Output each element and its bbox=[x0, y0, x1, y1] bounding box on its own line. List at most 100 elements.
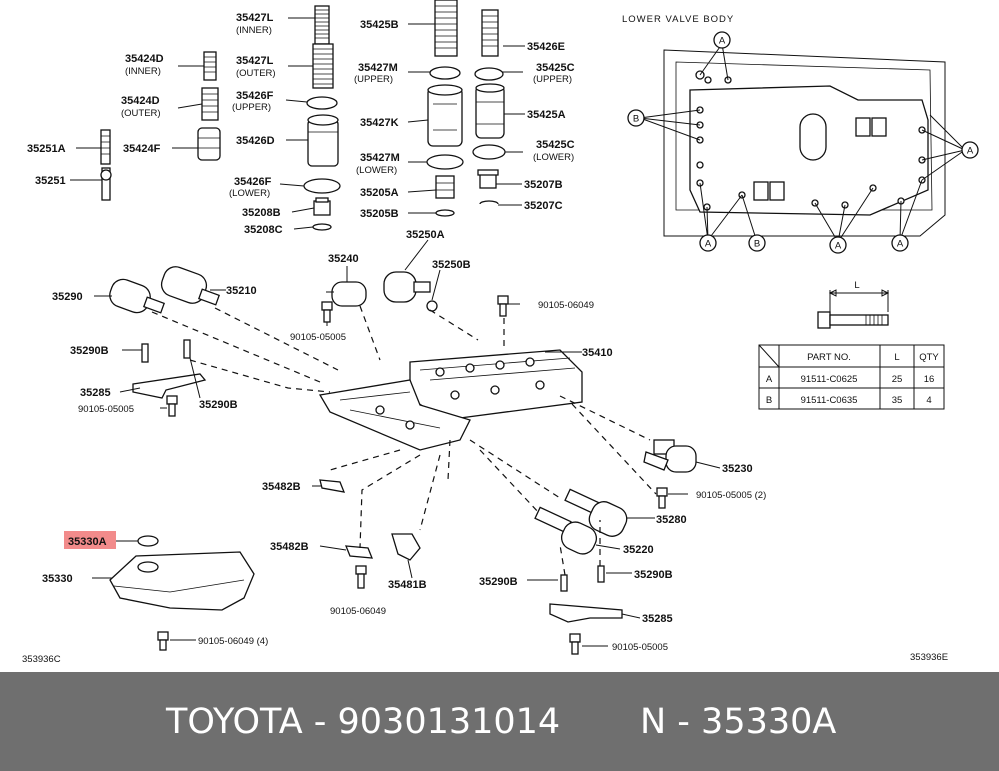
bolt-90105-06049-b bbox=[355, 565, 367, 589]
spring-35427L-inner bbox=[314, 5, 330, 45]
callout-sub: (OUTER) bbox=[121, 108, 161, 119]
clip-35207C bbox=[479, 200, 499, 205]
table-row-qty: 16 bbox=[924, 374, 935, 385]
callout-labels: 35427L (INNER) 35427L (OUTER) 35424D (IN… bbox=[22, 12, 948, 665]
spring-35482B bbox=[319, 479, 346, 493]
plug-35208B bbox=[313, 197, 331, 216]
spring-35425B bbox=[434, 0, 458, 57]
callout-35426E: 35426E bbox=[527, 41, 565, 53]
table-header-l: L bbox=[894, 352, 899, 363]
solenoid-35220 bbox=[534, 506, 598, 555]
spring-35251A bbox=[100, 129, 111, 165]
callout-35240: 35240 bbox=[328, 253, 359, 265]
callout-35280: 35280 bbox=[656, 514, 687, 526]
svg-text:A: A bbox=[705, 239, 712, 250]
bolt-parts-table: PART NO. L QTY A 91511-C0625 25 16 B 915… bbox=[758, 344, 945, 410]
diagram-code-right: 353936E bbox=[910, 652, 948, 663]
callout-35251A: 35251A bbox=[27, 143, 66, 155]
ring-35426F-upper bbox=[306, 96, 338, 110]
callout-35330A: 35330A bbox=[68, 536, 107, 548]
solenoid-35290 bbox=[109, 278, 166, 314]
callout-35424D: 35424D bbox=[125, 53, 164, 65]
callout-90105-05005: 90105-05005 bbox=[290, 332, 346, 343]
solenoid-35240 bbox=[326, 281, 367, 307]
ring-35426F-lower bbox=[303, 178, 341, 194]
callout-35230: 35230 bbox=[722, 463, 753, 475]
callout-35285: 35285 bbox=[80, 387, 111, 399]
valve-35427K bbox=[427, 84, 463, 147]
bolt-90105-05005-a bbox=[321, 301, 333, 323]
bolt-90105-06049-4 bbox=[157, 631, 169, 651]
callout-35427L: 35427L bbox=[236, 12, 274, 24]
clip-35208C bbox=[312, 223, 332, 231]
reference-code: N - 35330A bbox=[640, 702, 837, 742]
bolt-90105-05005-b bbox=[166, 395, 178, 417]
callout-35290B: 35290B bbox=[634, 569, 673, 581]
bolt-dimension-illustration: L bbox=[817, 280, 890, 329]
callout-35220: 35220 bbox=[623, 544, 654, 556]
spring-35426E bbox=[481, 9, 499, 57]
callout-35250A: 35250A bbox=[406, 229, 445, 241]
table-row-key: A bbox=[766, 374, 773, 385]
table-row-l: 25 bbox=[892, 374, 903, 385]
callout-35426F: 35426F bbox=[236, 90, 274, 102]
svg-text:L: L bbox=[854, 280, 859, 291]
callout-90105-05005: 90105-05005 bbox=[612, 642, 668, 653]
highlighted-part-marker bbox=[64, 531, 116, 549]
callout-35424F: 35424F bbox=[123, 143, 161, 155]
callout-35427M: 35427M bbox=[358, 62, 398, 74]
svg-text:B: B bbox=[633, 114, 639, 125]
callout-sub: (INNER) bbox=[125, 66, 161, 77]
callout-35425C: 35425C bbox=[536, 62, 575, 74]
callout-35285: 35285 bbox=[642, 613, 673, 625]
assembly-dashed-lines bbox=[151, 305, 657, 576]
spring-stack-middle bbox=[426, 0, 464, 217]
callout-35205A: 35205A bbox=[360, 187, 399, 199]
solenoid-35250A bbox=[383, 271, 431, 303]
brand-part-number: TOYOTA - 9030131014 bbox=[166, 702, 561, 742]
callout-35425C: 35425C bbox=[536, 139, 575, 151]
solenoids-right bbox=[534, 439, 697, 655]
ring-35425C-lower bbox=[472, 144, 506, 160]
bracket-35285 bbox=[132, 373, 207, 399]
svg-text:A: A bbox=[835, 241, 842, 252]
spring-stack-right bbox=[472, 9, 506, 205]
callout-35290B: 35290B bbox=[479, 576, 518, 588]
callout-35425B: 35425B bbox=[360, 19, 399, 31]
lower-valve-body-inset: A B A A B A A LOWER VALVE BODY bbox=[622, 14, 979, 254]
bolt-90105-06049-a bbox=[497, 295, 509, 317]
pin-35290B bbox=[597, 565, 605, 583]
svg-text:A: A bbox=[719, 36, 726, 47]
solenoid-35210 bbox=[160, 266, 221, 306]
lever-35481B bbox=[391, 533, 421, 561]
table-row-l: 35 bbox=[892, 395, 903, 406]
lower-valve-body-title: LOWER VALVE BODY bbox=[622, 14, 734, 25]
callout-sub: (UPPER) bbox=[533, 74, 572, 85]
callout-90105-05005: 90105-05005 bbox=[78, 404, 134, 415]
valve-35426D bbox=[307, 114, 339, 167]
spring-35482B bbox=[345, 545, 373, 559]
callout-35207B: 35207B bbox=[524, 179, 563, 191]
callout-35410: 35410 bbox=[582, 347, 613, 359]
ring-35205B bbox=[435, 209, 455, 217]
table-row-part-no: 91511-C0635 bbox=[801, 395, 858, 406]
callout-sub: (LOWER) bbox=[229, 188, 270, 199]
spring-35427L-outer bbox=[312, 43, 334, 89]
ring-35250B bbox=[426, 300, 438, 312]
solenoid-35280 bbox=[564, 488, 628, 537]
valve-body-exploded-diagram: A B A A B A A LOWER VALVE BODY L PART NO… bbox=[22, 0, 979, 665]
bracket-35285 bbox=[549, 603, 623, 623]
table-header-part-no: PART NO. bbox=[807, 352, 851, 363]
bolt-90105-05005-2 bbox=[656, 487, 668, 509]
callout-35482B: 35482B bbox=[270, 541, 309, 553]
ring-35425C-upper bbox=[474, 67, 504, 81]
valve-35424F bbox=[197, 127, 221, 161]
callout-35210: 35210 bbox=[226, 285, 257, 297]
ring-35427M-lower bbox=[426, 154, 464, 170]
callout-35482B: 35482B bbox=[262, 481, 301, 493]
callout-35208C: 35208C bbox=[244, 224, 283, 236]
upper-valve-body-35410 bbox=[318, 349, 583, 451]
callout-35427L: 35427L bbox=[236, 55, 274, 67]
callout-90105-05005-2: 90105-05005 (2) bbox=[696, 490, 766, 501]
callout-35426F: 35426F bbox=[234, 176, 272, 188]
